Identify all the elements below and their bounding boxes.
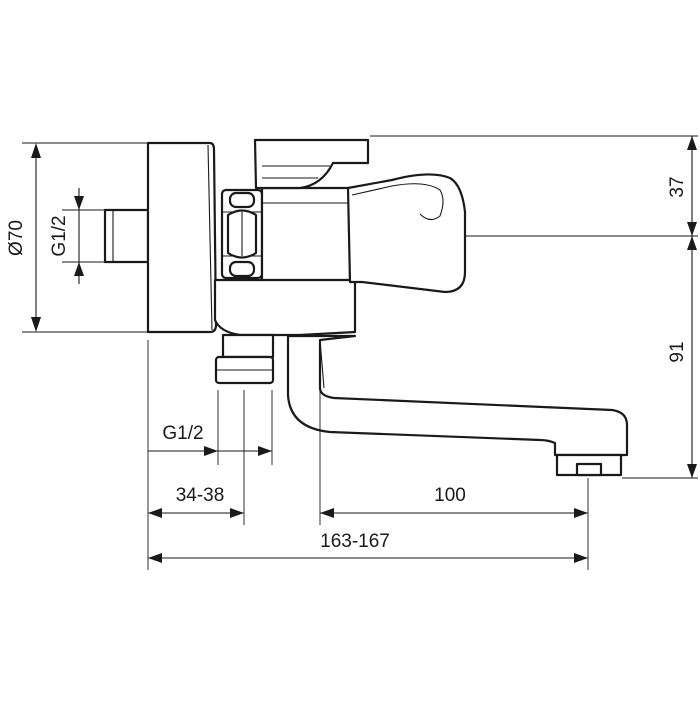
outlet-coupling [214,333,275,385]
dim-inlet-thread: G1/2 [49,215,70,256]
dim-spout-height: 91 [667,341,688,362]
spout [286,334,629,457]
inlet-pipe [103,208,150,264]
valve-body [260,186,352,282]
dim-body-diameter: Ø70 [6,220,27,256]
handle-block [346,173,467,294]
dim-handle-height: 37 [667,176,688,197]
dim-spout-reach: 100 [434,485,466,506]
dim-wall-to-outlet: 34-38 [176,485,225,506]
dim-outlet-thread: G1/2 [162,423,203,444]
dim-total-length: 163-167 [320,531,390,552]
faucet-outline [103,138,629,477]
dimension-lines [31,136,697,563]
dimension-labels: Ø70 G1/2 G1/2 34-38 100 163-167 37 91 [6,176,688,552]
lever-handle [253,138,370,190]
wall-rosette [146,141,218,334]
extension-lines [22,135,698,570]
hex-nut [220,188,264,280]
